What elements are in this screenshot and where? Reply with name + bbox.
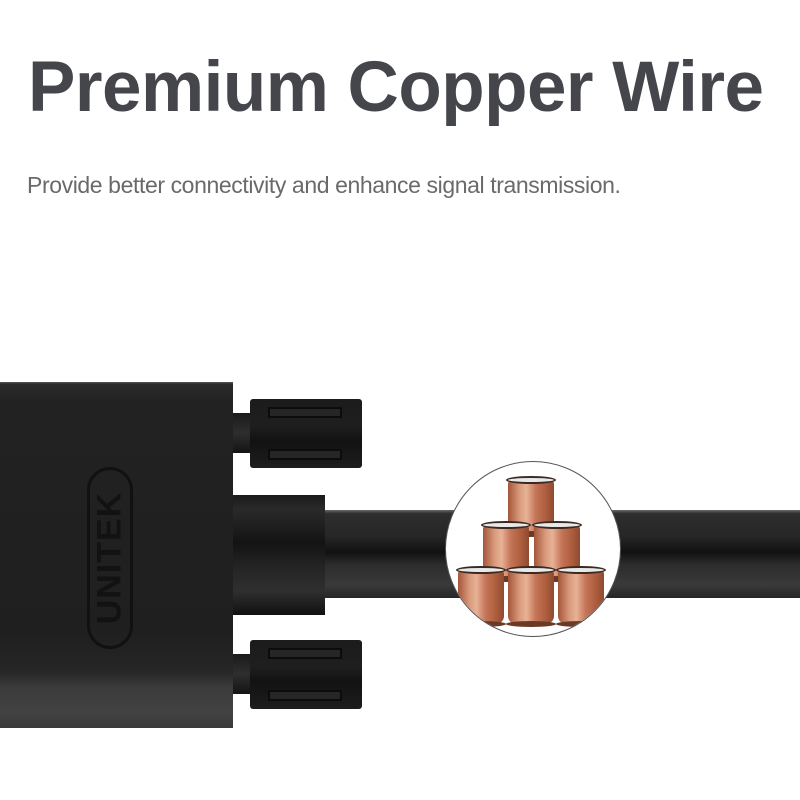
copper-spool-icon	[506, 566, 556, 627]
screw-groove	[268, 690, 342, 701]
page-title: Premium Copper Wire	[28, 48, 764, 127]
screw-groove	[268, 648, 342, 659]
connector-body	[0, 382, 233, 728]
brand-logo-badge	[87, 467, 133, 649]
screw-shaft-top	[233, 413, 253, 453]
thumbscrew-top	[250, 399, 362, 468]
thumbscrew-bottom	[250, 640, 362, 709]
connector-ferrule	[233, 495, 325, 615]
copper-spool-icon	[556, 566, 606, 627]
page-subtitle: Provide better connectivity and enhance …	[27, 172, 621, 198]
screw-groove	[268, 407, 342, 418]
screw-groove	[268, 449, 342, 460]
screw-shaft-bottom	[233, 654, 253, 694]
brand-logo: UNITEK	[90, 491, 129, 625]
copper-spool-icon	[456, 566, 506, 627]
copper-spools-inset	[445, 461, 621, 637]
